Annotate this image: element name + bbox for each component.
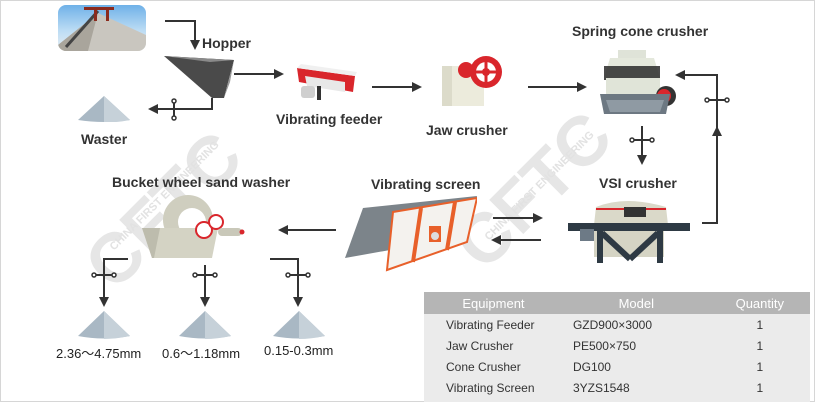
cell-equipment: Vibrating Screen: [446, 380, 535, 395]
arrow-raw-to-hopper: [165, 20, 200, 50]
arrow-output-3: [270, 258, 303, 307]
cell-equipment: Jaw Crusher: [446, 338, 514, 353]
cell-quantity: 1: [756, 338, 764, 353]
output-pile-icon-1: [78, 311, 130, 339]
raw-material-image: [58, 5, 146, 51]
cell-model: PE500×750: [572, 338, 637, 353]
cell-quantity: 1: [756, 380, 764, 395]
arrow-hopper-to-waster: [148, 98, 213, 114]
cell-model: DG100: [572, 359, 611, 374]
stockpile-icon: [58, 7, 146, 51]
label-spring-cone-crusher: Spring cone crusher: [572, 23, 709, 39]
label-vsi-crusher: VSI crusher: [599, 175, 677, 191]
label-jaw-crusher: Jaw crusher: [426, 122, 508, 138]
header-quantity: Quantity: [709, 292, 810, 314]
vibrating-feeder-icon: [297, 64, 357, 100]
hopper-icon: [164, 56, 234, 98]
label-output-1: 2.36～4.75mm: [56, 346, 142, 361]
output-pile-icon-2: [179, 311, 231, 339]
bucket-wheel-sand-washer-icon: [142, 195, 245, 258]
output-pile-icon-3: [273, 311, 325, 339]
label-output-3: 0.15-0.3mm: [264, 343, 334, 358]
label-hopper: Hopper: [202, 35, 251, 51]
label-vibrating-screen: Vibrating screen: [371, 176, 481, 192]
table-row: Vibrating Screen 3YZS1548 1: [424, 377, 810, 398]
arrow-vsi-return-to-cone: [675, 70, 718, 224]
spring-cone-crusher-icon: [600, 50, 676, 114]
vsi-crusher-icon: [568, 201, 690, 263]
label-vibrating-feeder: Vibrating feeder: [276, 111, 383, 127]
jaw-crusher-icon: [442, 56, 502, 106]
cell-model: GZD900×3000: [572, 317, 653, 332]
label-bucket-wheel-sand-washer: Bucket wheel sand washer: [112, 174, 291, 190]
table-row: Vibrating Feeder GZD900×3000 1: [424, 314, 810, 335]
table-header-row: Equipment Model Quantity: [424, 292, 810, 314]
table-row: Cone Crusher DG100 1: [424, 356, 810, 377]
cell-model: 3YZS1548: [572, 380, 630, 395]
header-equipment: Equipment: [424, 292, 563, 314]
cell-equipment: Vibrating Feeder: [446, 317, 535, 332]
vibrating-screen-icon: [345, 196, 477, 272]
cell-equipment: Cone Crusher: [446, 359, 521, 374]
arrow-output-1: [99, 258, 128, 307]
label-waster: Waster: [81, 131, 128, 147]
cell-quantity: 1: [756, 317, 764, 332]
waster-pile-icon: [78, 96, 130, 122]
table-row: Jaw Crusher PE500×750 1: [424, 335, 810, 356]
equipment-table: Equipment Model Quantity Vibrating Feede…: [424, 292, 810, 402]
cell-quantity: 1: [756, 359, 764, 374]
header-model: Model: [562, 292, 710, 314]
label-output-2: 0.6～1.18mm: [162, 346, 241, 361]
